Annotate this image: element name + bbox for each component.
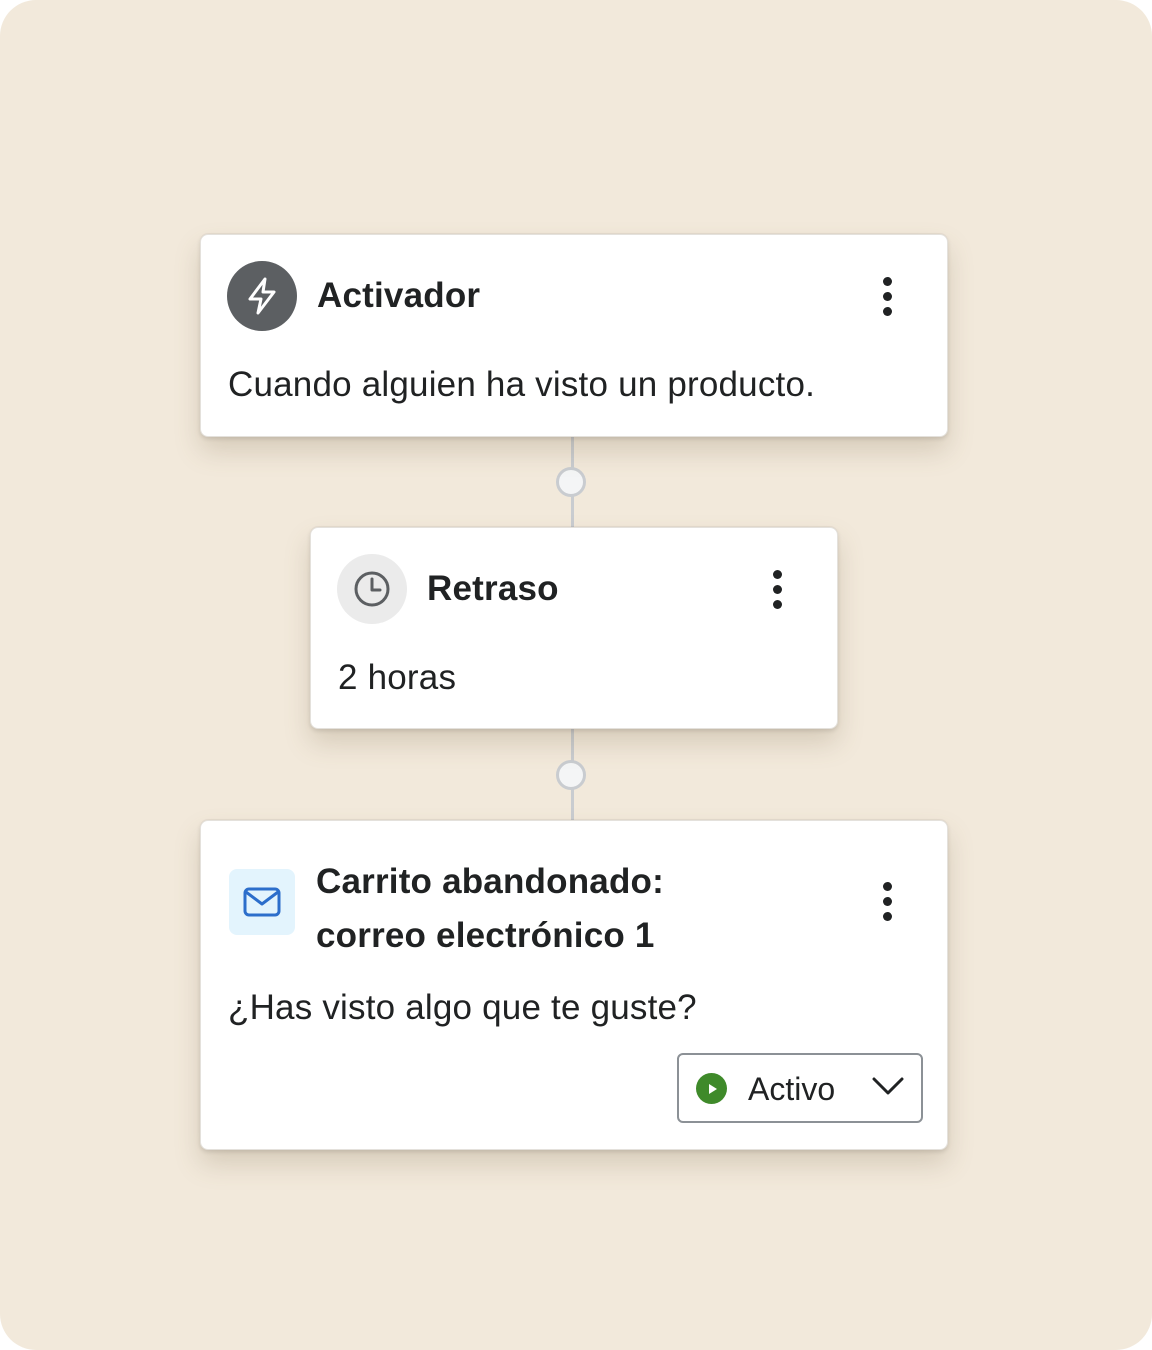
dot: [882, 291, 892, 301]
delay-card[interactable]: Retraso 2 horas: [310, 527, 838, 729]
trigger-more-options-button[interactable]: [872, 269, 902, 323]
dot: [882, 276, 892, 286]
connector-node[interactable]: [556, 467, 586, 497]
email-card[interactable]: Carrito abandonado: correo electrónico 1…: [200, 820, 948, 1150]
email-more-options-button[interactable]: [872, 874, 902, 928]
status-select[interactable]: Activo: [677, 1053, 923, 1123]
trigger-card[interactable]: Activador Cuando alguien ha visto un pro…: [200, 234, 948, 437]
chevron-down-icon: [872, 1075, 904, 1102]
envelope-icon: [229, 869, 295, 935]
email-description: ¿Has visto algo que te guste?: [228, 988, 697, 1027]
dot: [772, 584, 782, 594]
delay-more-options-button[interactable]: [762, 562, 792, 616]
dot: [882, 911, 892, 921]
dot: [882, 896, 892, 906]
delay-title: Retraso: [427, 569, 559, 608]
lightning-bolt-icon: [227, 261, 297, 331]
dot: [882, 306, 892, 316]
trigger-description: Cuando alguien ha visto un producto.: [228, 365, 816, 404]
dot: [772, 569, 782, 579]
dot: [882, 881, 892, 891]
dot: [772, 599, 782, 609]
clock-icon: [337, 554, 407, 624]
email-title-line1: Carrito abandonado:: [316, 862, 664, 901]
connector-node[interactable]: [556, 760, 586, 790]
email-title: Carrito abandonado: correo electrónico 1: [316, 855, 796, 963]
play-status-icon: [696, 1073, 727, 1104]
email-title-line2: correo electrónico 1: [316, 916, 655, 955]
status-label: Activo: [748, 1071, 836, 1107]
delay-description: 2 horas: [338, 658, 457, 697]
trigger-title: Activador: [317, 276, 481, 315]
